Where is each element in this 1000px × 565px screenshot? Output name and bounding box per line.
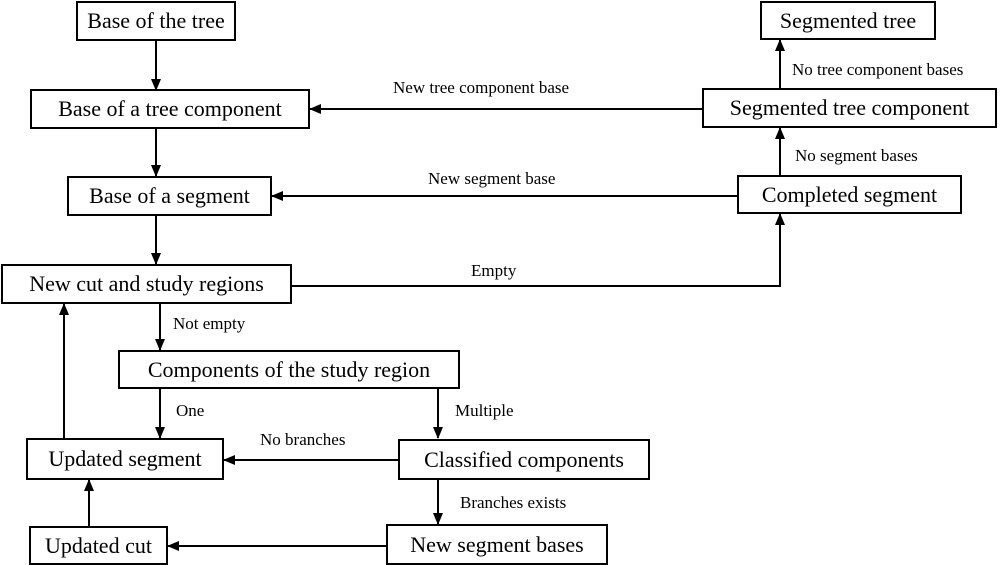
label-no-tree-component-bases: No tree component bases (792, 60, 964, 79)
node-new-segment-bases: New segment bases (386, 524, 608, 565)
node-new-cut-and-study-regions: New cut and study regions (1, 264, 292, 304)
label-no-branches: No branches (260, 430, 346, 449)
node-segmented-tree: Segmented tree (760, 1, 936, 40)
label-new-segment-base: New segment base (428, 169, 556, 188)
node-updated-cut: Updated cut (29, 526, 168, 565)
label-branches-exists: Branches exists (460, 493, 567, 512)
node-updated-segment: Updated segment (26, 438, 224, 480)
arrow-cut-regions-to-completed-segment (292, 213, 785, 287)
node-segmented-tree-component: Segmented tree component (702, 88, 997, 128)
node-base-of-tree: Base of the tree (76, 1, 236, 41)
label-not-empty: Not empty (173, 314, 246, 333)
label-one: One (176, 401, 205, 420)
label-empty: Empty (471, 261, 517, 280)
node-classified-components: Classified components (398, 439, 650, 480)
node-completed-segment: Completed segment (737, 175, 962, 214)
label-multiple: Multiple (455, 401, 514, 420)
label-new-tree-component-base: New tree component base (393, 78, 570, 97)
node-components-of-study-region: Components of the study region (118, 350, 460, 389)
node-base-of-segment: Base of a segment (67, 176, 272, 216)
node-base-of-tree-component: Base of a tree component (30, 89, 310, 129)
label-no-segment-bases: No segment bases (795, 146, 918, 165)
